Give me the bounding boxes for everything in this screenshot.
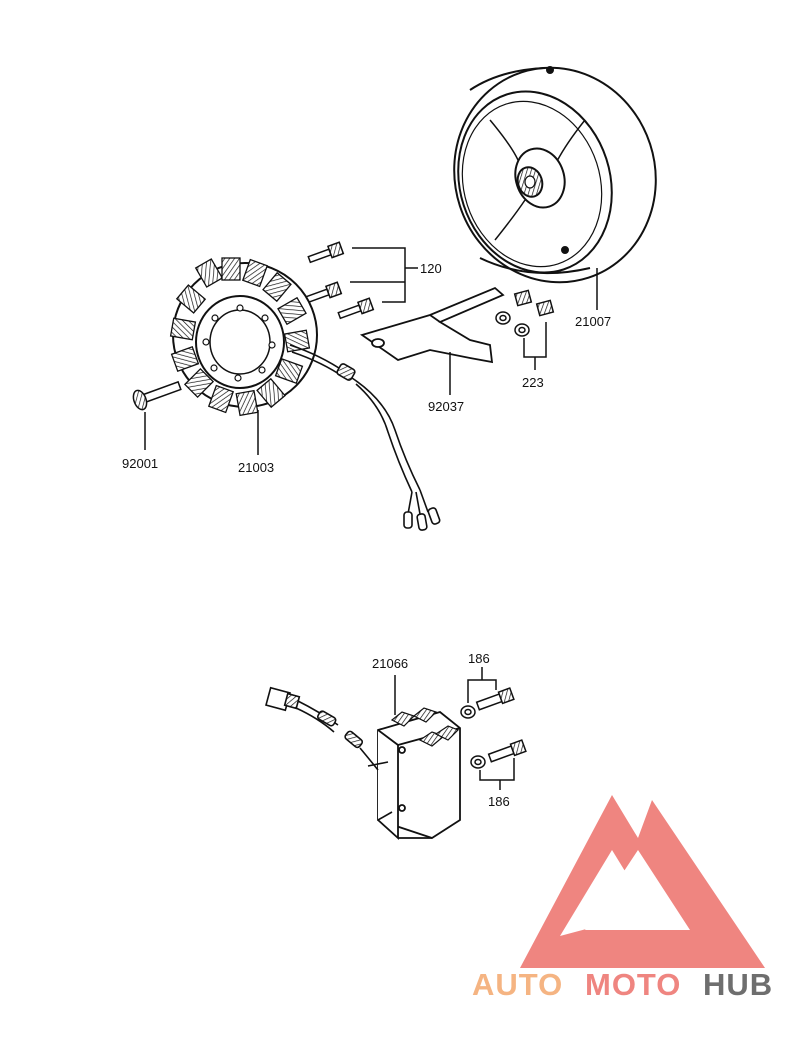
part-number-92001: 92001	[122, 456, 158, 471]
regulator-bolts-bottom	[470, 739, 527, 769]
part-number-186-bottom: 186	[488, 794, 510, 809]
leader-120	[350, 247, 418, 303]
part-number-21066: 21066	[372, 656, 408, 671]
part-number-21007: 21007	[575, 314, 611, 329]
regulator-rectifier	[377, 707, 461, 841]
stator-wire-harness	[289, 344, 441, 531]
bracket-bolts	[495, 289, 555, 337]
automotohub-logo: AUTO MOTO HUB	[472, 795, 773, 1002]
part-number-92037: 92037	[428, 399, 464, 414]
regulator-connector	[265, 686, 301, 712]
stator	[169, 257, 318, 417]
regulator-bolts-top	[460, 687, 515, 719]
logo-inner-cut	[560, 850, 650, 936]
leader-186-top	[467, 667, 497, 703]
flywheel-rotor	[453, 66, 657, 284]
screws-120	[305, 241, 375, 320]
part-number-21003: 21003	[238, 460, 274, 475]
logo-text-hub: HUB	[703, 967, 773, 1002]
logo-text-moto: MOTO	[585, 967, 681, 1002]
logo-triangle-mark	[520, 795, 765, 968]
wire-bracket	[359, 286, 505, 364]
part-number-120: 120	[420, 261, 442, 276]
leader-186-bottom	[479, 758, 515, 790]
part-number-186-top: 186	[468, 651, 490, 666]
part-number-223: 223	[522, 375, 544, 390]
logo-text-auto: AUTO	[472, 967, 563, 1002]
regulator-wires	[295, 699, 393, 821]
stator-bolt	[132, 380, 182, 411]
leader-223	[523, 322, 547, 370]
